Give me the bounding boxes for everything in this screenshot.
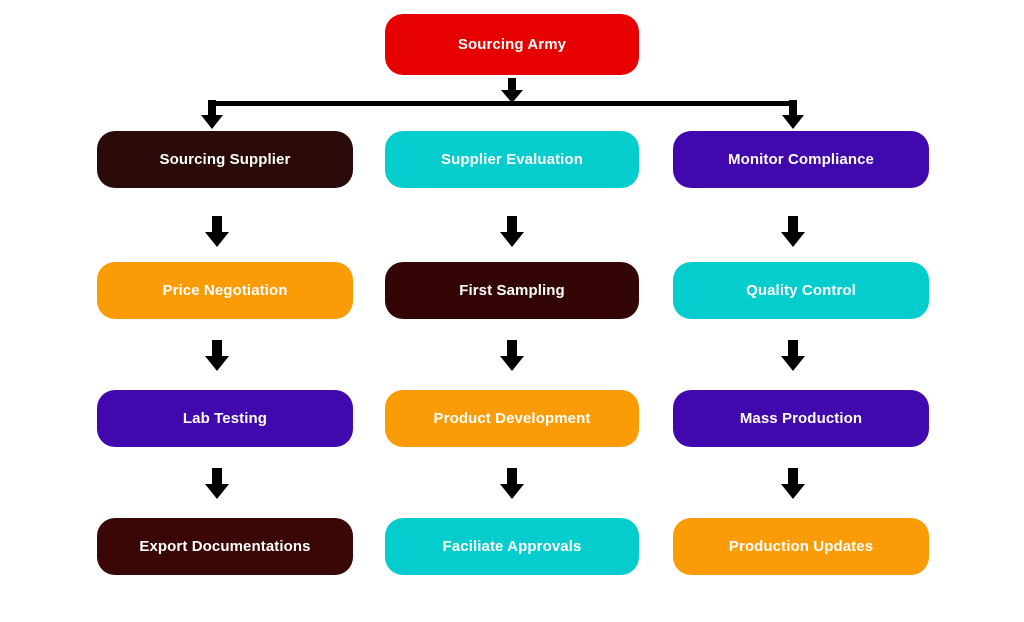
node-column-2-row-4[interactable]: Faciliate Approvals <box>385 518 639 575</box>
node-column-1-row-4[interactable]: Export Documentations <box>97 518 353 575</box>
node-label: Production Updates <box>728 537 874 555</box>
arrow-column-3-row-1-to-row-2 <box>781 216 805 247</box>
node-column-1-row-3[interactable]: Lab Testing <box>97 390 353 447</box>
node-column-2-row-2[interactable]: First Sampling <box>385 262 639 319</box>
arrow-bar-to-column-1 <box>201 100 223 129</box>
node-label: Faciliate Approvals <box>442 537 582 555</box>
node-column-3-row-3[interactable]: Mass Production <box>673 390 929 447</box>
arrow-root-to-bar <box>501 78 523 103</box>
node-label: Lab Testing <box>182 409 268 427</box>
connector-horizontal-bar <box>208 101 794 106</box>
arrow-column-3-row-2-to-row-3 <box>781 340 805 371</box>
node-label: Monitor Compliance <box>728 150 874 168</box>
node-column-3-row-1[interactable]: Monitor Compliance <box>673 131 929 188</box>
node-column-3-row-4[interactable]: Production Updates <box>673 518 929 575</box>
arrow-column-2-row-3-to-row-4 <box>500 468 524 499</box>
node-label: Sourcing Army <box>457 35 567 53</box>
arrow-bar-to-column-3 <box>782 100 804 129</box>
arrow-column-2-row-2-to-row-3 <box>500 340 524 371</box>
node-column-2-row-1[interactable]: Supplier Evaluation <box>385 131 639 188</box>
arrow-column-1-row-1-to-row-2 <box>205 216 229 247</box>
node-column-1-row-2[interactable]: Price Negotiation <box>97 262 353 319</box>
arrow-column-1-row-2-to-row-3 <box>205 340 229 371</box>
arrow-column-2-row-1-to-row-2 <box>500 216 524 247</box>
node-label: First Sampling <box>459 281 565 299</box>
node-label: Export Documentations <box>139 537 311 555</box>
node-label: Price Negotiation <box>162 281 288 299</box>
arrow-column-1-row-3-to-row-4 <box>205 468 229 499</box>
node-label: Product Development <box>433 409 591 427</box>
node-label: Sourcing Supplier <box>159 150 291 168</box>
node-label: Supplier Evaluation <box>441 150 583 168</box>
node-label: Quality Control <box>746 281 856 299</box>
node-label: Mass Production <box>739 409 863 427</box>
node-sourcing-army[interactable]: Sourcing Army <box>385 14 639 75</box>
node-column-3-row-2[interactable]: Quality Control <box>673 262 929 319</box>
arrow-column-3-row-3-to-row-4 <box>781 468 805 499</box>
node-column-1-row-1[interactable]: Sourcing Supplier <box>97 131 353 188</box>
node-column-2-row-3[interactable]: Product Development <box>385 390 639 447</box>
